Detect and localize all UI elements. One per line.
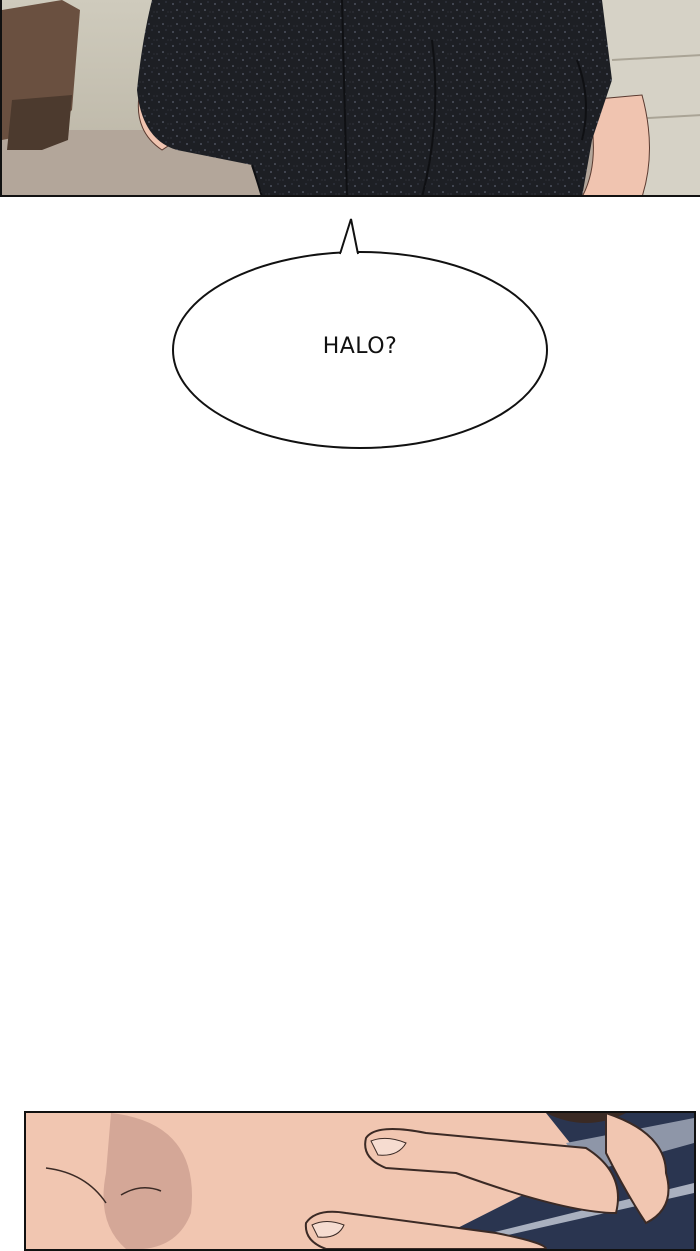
top-comic-panel [0, 0, 700, 197]
speech-bubble [172, 218, 548, 449]
hands-on-phone-illustration [26, 1113, 694, 1249]
bottom-comic-panel [24, 1111, 696, 1251]
character-torso-illustration [2, 0, 700, 195]
speech-text: HALO? [322, 334, 398, 359]
